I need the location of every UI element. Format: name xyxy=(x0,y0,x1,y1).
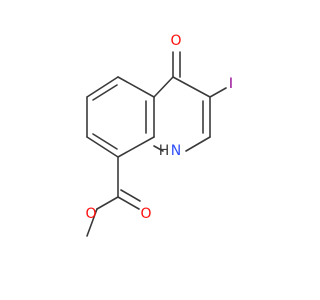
bond-c4-c3 xyxy=(172,76,211,98)
carbonyl-oxygen-label: O xyxy=(140,206,151,222)
bond-c7-c8 xyxy=(86,136,119,158)
nh-hydrogen-label: H xyxy=(159,143,170,159)
structure-drawing: O I H N O O xyxy=(85,33,233,237)
bond-ester-oxygen xyxy=(96,196,119,210)
bond-c4a-c5 xyxy=(117,76,155,98)
bond-c2-n1 xyxy=(185,136,211,152)
bond-c3-iodine xyxy=(209,87,227,98)
ester-oxygen-label: O xyxy=(85,206,96,222)
ring-nitrogen-label: N xyxy=(171,143,181,159)
bond-c5-c6 xyxy=(86,76,119,98)
ketone-oxygen-label: O xyxy=(170,33,181,49)
bond-c5-c6-double xyxy=(92,84,118,101)
bond-c4-c4a xyxy=(153,76,174,98)
molecule-diagram: O I H N O O xyxy=(85,33,233,237)
bond-n1-c8a xyxy=(153,145,164,152)
iodine-label: I xyxy=(229,76,233,92)
bond-c8-c8a xyxy=(117,136,155,158)
bond-ester-methyl xyxy=(86,208,98,237)
bond-ester-carbonyl xyxy=(117,196,140,210)
bond-ester-carbonyl-double xyxy=(120,189,141,202)
bond-c7-c8-double xyxy=(92,133,118,150)
